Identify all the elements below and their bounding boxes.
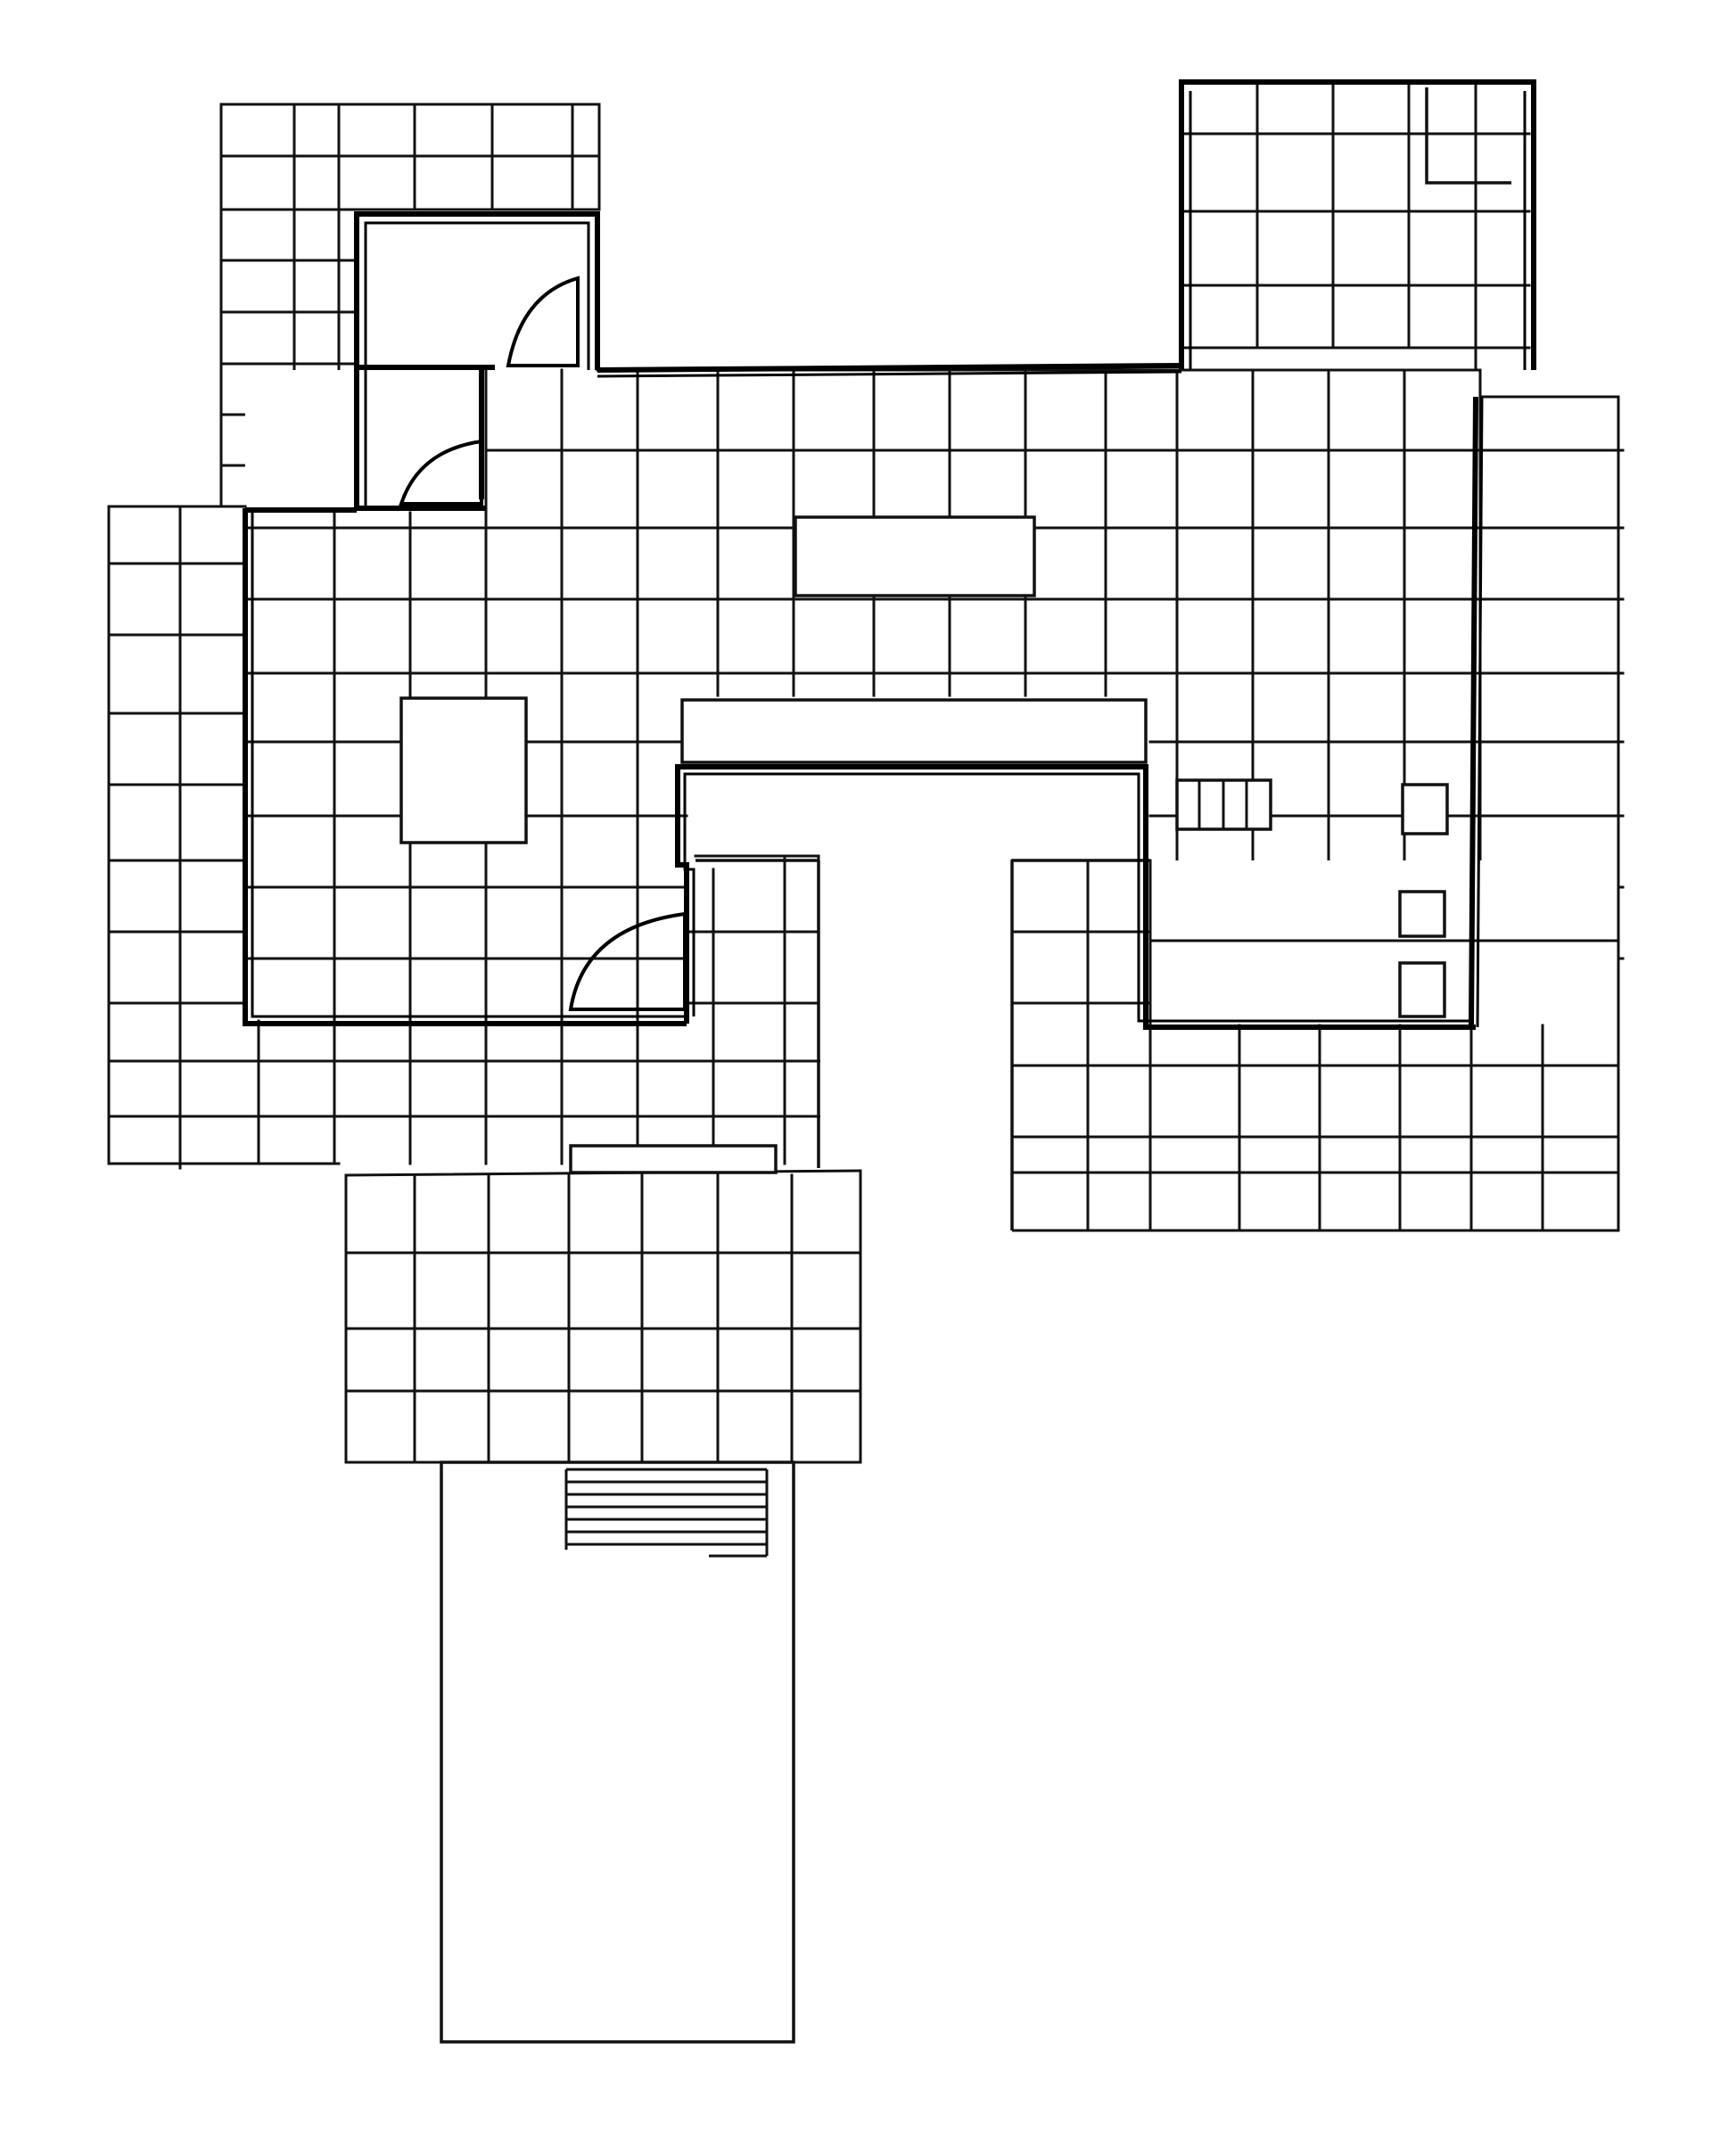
room-top-right [1179,79,1536,401]
wall-living-room [243,508,687,1026]
table-left [399,696,528,844]
terrace-left [107,505,822,1170]
small-steps-right [1175,778,1272,831]
walkway-outline [440,1461,795,2044]
terrace-south [344,1144,862,1464]
table-top [794,515,1036,597]
entrance-walkway [440,1461,795,2044]
door-swing-1 [506,276,580,367]
terrace-left-grid [107,505,822,1170]
fixture-right-top [1401,783,1449,835]
step-south-top [569,1144,778,1174]
wall-north [597,363,1182,373]
walls [243,211,1484,1030]
counter-block [680,698,1148,764]
terrace-right-grid [1010,395,1620,1232]
wall-east [1469,396,1478,1028]
door-swing-2 [399,439,483,506]
terrace-right [1010,395,1620,1232]
closet-outline [1425,87,1511,185]
furniture [399,515,1449,1018]
fixture-right-1 [1398,890,1446,938]
door-swing-3 [568,911,687,1011]
wall-top-left-rooms [354,211,600,510]
doors [399,276,687,1011]
wall-inner-partition [675,764,1476,1030]
fixture-right-2 [1398,961,1446,1018]
entrance-steps [564,1468,769,1558]
room-top-right-grid [1180,80,1531,394]
